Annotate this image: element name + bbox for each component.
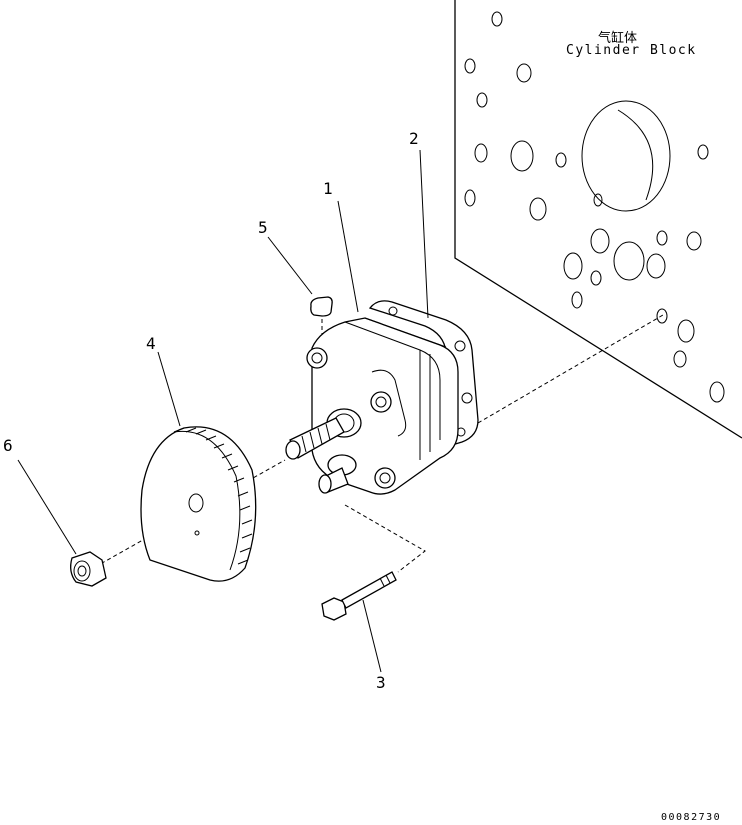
figure-code: 00082730 [661,812,722,823]
callout-6: 6 [3,436,13,455]
oil-pump [285,317,459,495]
leader-lines [17,149,429,673]
cylinder-block-title-cn: 气缸体 [598,31,638,46]
assembly-guide-lines [94,312,664,573]
callout-5: 5 [258,218,268,237]
bolt [321,571,397,621]
nut [70,551,107,587]
cylinder-block-plate [454,0,742,439]
cylinder-block-title-en: Cylinder Block [566,43,697,58]
callout-2: 2 [409,129,419,148]
callout-1: 1 [323,179,333,198]
callout-4: 4 [146,334,156,353]
drive-gear [140,426,257,582]
callout-3: 3 [376,673,386,692]
woodruff-key [310,296,333,317]
